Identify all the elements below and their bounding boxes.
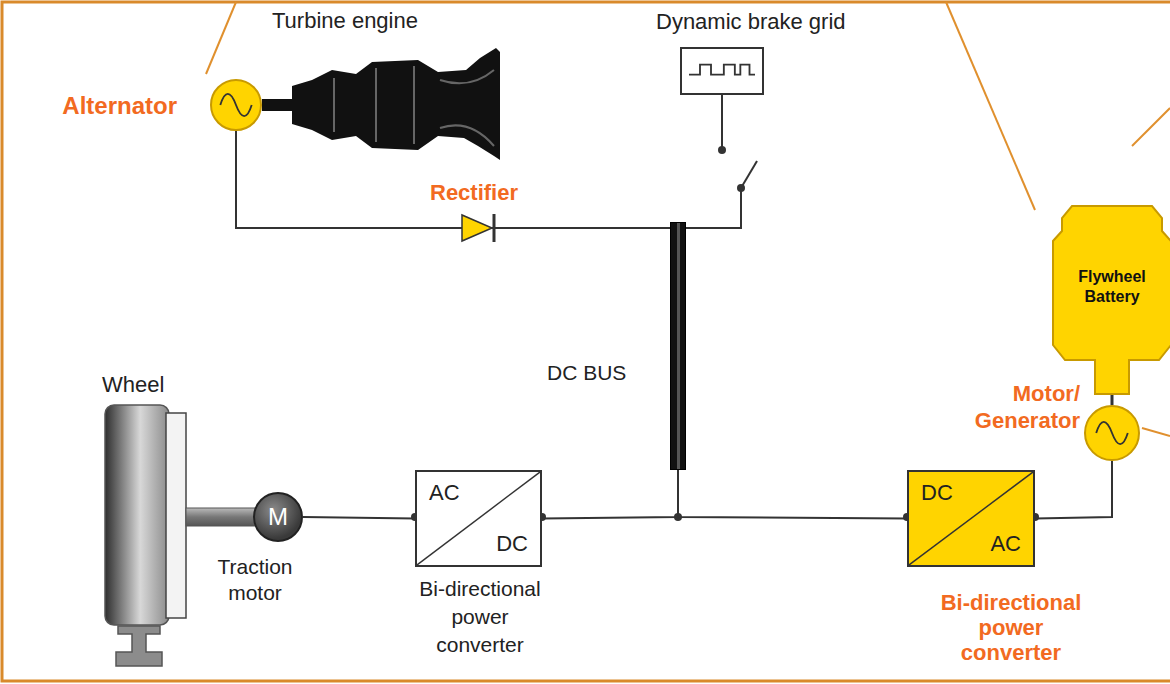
drawing-part	[1142, 428, 1170, 436]
bus-highlight	[677, 223, 680, 469]
wire-connector	[1111, 395, 1114, 405]
drawing-part	[116, 626, 162, 666]
node-caption: Bi-directional power converter	[410, 575, 550, 659]
square-wave	[682, 49, 762, 93]
drawing-part	[417, 472, 540, 565]
flywheel-battery: Flywheel Battery	[1052, 205, 1170, 395]
drawing-part	[105, 405, 169, 625]
drawing-part	[186, 508, 256, 526]
node-label: AC	[429, 480, 460, 506]
drawing-part	[413, 66, 415, 144]
drawing-part	[1096, 422, 1128, 444]
drawing-part	[333, 78, 335, 132]
rectifier-diode	[462, 214, 494, 242]
part-name: Rectifier	[430, 180, 518, 205]
node-caption: Traction motor	[203, 554, 307, 606]
wire-connector	[236, 131, 678, 228]
drawing-part	[493, 214, 496, 242]
node-label: DC	[921, 480, 953, 506]
wire-connector	[678, 470, 907, 519]
part-name: Wheel	[102, 372, 164, 398]
drawing-part	[334, 66, 494, 146]
drawing-part	[206, 2, 236, 74]
drawing-part	[1132, 108, 1170, 146]
converter-box: ACDCBi-directional power converter	[415, 470, 542, 567]
traction-motor-circle: MTraction motor	[253, 492, 303, 542]
wire-connector	[542, 470, 678, 519]
part-name: Turbine engine	[272, 8, 418, 34]
node-label: Dynamic brake grid	[656, 9, 846, 35]
drawing-part	[166, 413, 186, 618]
turbine-engine	[262, 48, 500, 160]
drawing-part	[674, 513, 682, 521]
drawing-part	[909, 472, 1033, 565]
drawing-part	[737, 184, 745, 192]
drawing-part	[946, 2, 1035, 210]
converter-box-yellow: DCACBi-directional power converter	[907, 470, 1035, 567]
wire-connector	[303, 517, 415, 519]
drawing-part	[262, 99, 294, 111]
drawing-part	[1053, 206, 1170, 394]
junction-dots	[411, 146, 1039, 521]
wheel-illustration	[105, 405, 256, 666]
drawing-part	[440, 70, 494, 83]
switch-blade	[741, 161, 757, 188]
node-label: M	[255, 504, 301, 530]
drawing-part	[220, 94, 251, 116]
drawing-part	[375, 68, 377, 142]
node-caption: Bi-directional power converter	[929, 590, 1093, 665]
brake-grid-box: Dynamic brake grid	[680, 47, 764, 95]
leader-lines	[206, 2, 1170, 436]
sine-symbol	[1086, 407, 1138, 459]
node-caption: DC	[496, 531, 528, 557]
wire-connector	[1035, 461, 1112, 519]
sine-symbol	[212, 81, 260, 129]
drawing-part	[718, 146, 726, 154]
alternator-circle: Alternator	[210, 79, 262, 131]
node-caption: AC	[990, 531, 1021, 557]
wire-connector	[678, 95, 741, 228]
dc-bus-bar: DC BUS	[670, 222, 686, 470]
node-label: Flywheel Battery	[1060, 267, 1164, 307]
node-label: Motor/ Generator	[962, 380, 1080, 434]
motor-generator-circle: Motor/ Generator	[1084, 405, 1140, 461]
drawing-part	[440, 125, 494, 146]
drawing-part	[292, 48, 500, 160]
node-label: DC BUS	[547, 359, 626, 387]
drawing-part	[689, 65, 755, 75]
drawing-part	[462, 215, 492, 241]
node-label: Alternator	[17, 93, 177, 119]
